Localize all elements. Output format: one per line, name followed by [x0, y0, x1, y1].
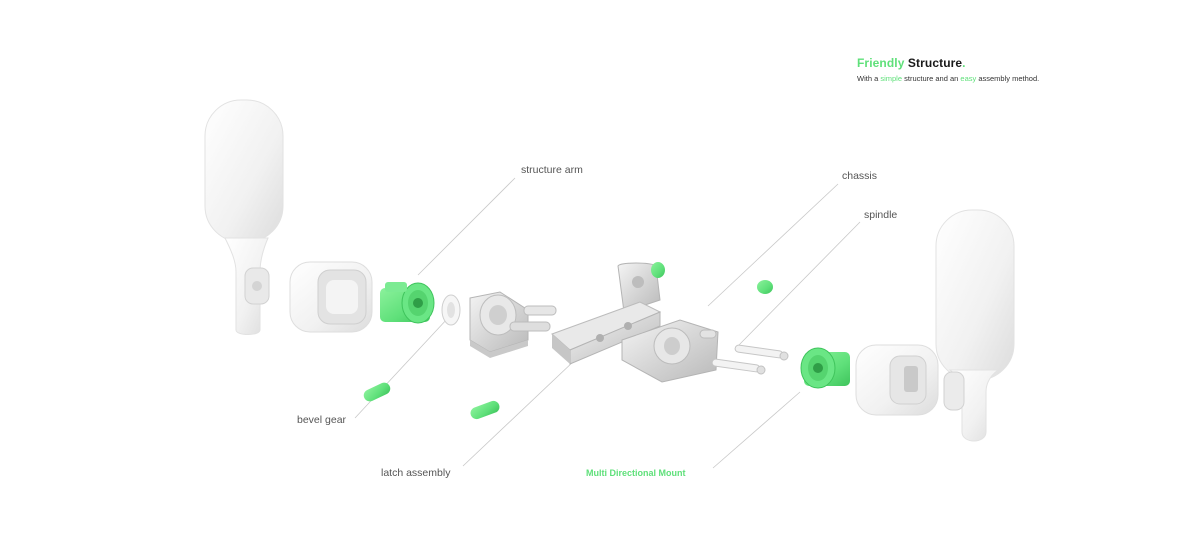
- label-latch-assembly: latch assembly: [381, 467, 451, 479]
- leader-mount: [712, 391, 801, 469]
- subtitle-part-3: assembly method.: [976, 74, 1040, 83]
- title-accent: Friendly: [857, 56, 905, 70]
- bevel-gear-part: [441, 294, 461, 326]
- leader-structure-arm: [417, 177, 516, 276]
- label-chassis: chassis: [842, 170, 878, 182]
- leader-spindle: [737, 221, 861, 347]
- title-main: Structure: [907, 56, 963, 70]
- structure-arm-part: [469, 291, 557, 358]
- right-green-mount-part: [800, 347, 850, 389]
- subtitle-part-2: structure and an: [902, 74, 961, 83]
- latch-assembly-part: [551, 262, 662, 365]
- left-housing-part: [289, 261, 373, 333]
- spindle-part: [711, 344, 789, 375]
- leader-chassis: [707, 183, 839, 307]
- leader-latch-assembly: [462, 359, 576, 467]
- subtitle-part-1: With a: [857, 74, 881, 83]
- label-bevel-gear: bevel gear: [297, 414, 347, 426]
- pin-bottom-center: [470, 400, 500, 420]
- header-title: Friendly Structure.: [857, 56, 1039, 70]
- green-pins: [363, 262, 773, 420]
- label-structure-arm: structure arm: [521, 164, 583, 176]
- subtitle-accent-2: easy: [960, 74, 977, 83]
- pin-top-center: [651, 262, 665, 278]
- header: Friendly Structure. With a simple struct…: [857, 56, 1039, 83]
- subtitle-accent-1: simple: [880, 74, 903, 83]
- leader-bevel-gear: [354, 317, 449, 419]
- label-multi-directional-mount: Multi Directional Mount: [586, 468, 686, 478]
- right-paddle-part: [935, 209, 1015, 442]
- title-dot: .: [962, 56, 966, 70]
- left-paddle-part: [204, 99, 284, 335]
- chassis-part: [621, 319, 719, 383]
- label-spindle: spindle: [864, 209, 898, 221]
- right-housing-part: [855, 344, 939, 416]
- header-subtitle: With a simple structure and an easy asse…: [857, 74, 1039, 83]
- pin-top-right: [757, 280, 773, 294]
- left-green-mount-part: [380, 282, 435, 324]
- pin-bottom-left: [363, 382, 391, 402]
